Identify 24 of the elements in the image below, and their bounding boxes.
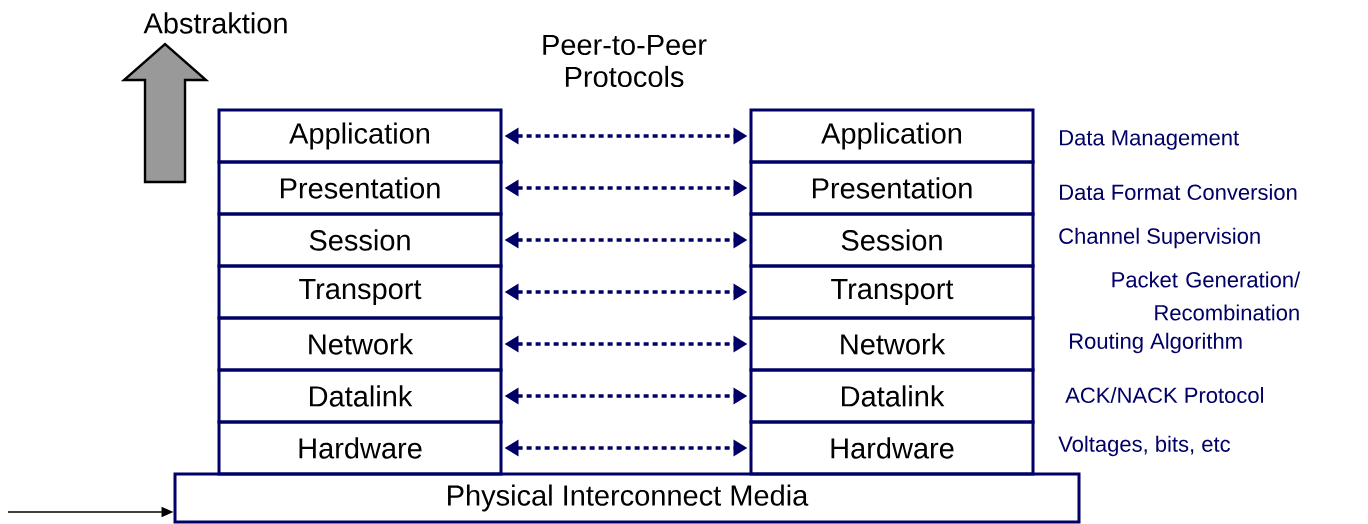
layer-box: Application [749, 108, 1035, 164]
layer-description: Packet Generation/ Recombination [1112, 271, 1301, 321]
layer-description: Channel Supervision [1059, 227, 1260, 249]
axis-label: Abstraktion [143, 12, 287, 34]
layer-description: Data Management [1060, 130, 1239, 150]
layer-box: Session [217, 212, 503, 268]
layer-box: Transport [749, 264, 1035, 320]
layer-box: Application [217, 108, 503, 164]
layer-box: Datalink [749, 368, 1035, 424]
layer-box: Hardware [749, 420, 1035, 476]
protocol-label: Peer-to-Peer Protocols [543, 34, 707, 88]
layer-box: Session [749, 212, 1035, 268]
layer-box: Datalink [217, 368, 503, 424]
layer-box: Network [749, 316, 1035, 372]
layer-description: ACK/NACK Protocol [1065, 386, 1263, 404]
layer-box: Network [217, 316, 503, 372]
layer-box: Transport [217, 264, 503, 320]
layer-box: Presentation [749, 160, 1035, 216]
layer-box: Presentation [217, 160, 503, 216]
layer-description: Data Format Conversion [1060, 183, 1297, 201]
layer-box: Hardware [217, 420, 503, 476]
layer-description: Routing Algorithm [1070, 332, 1242, 354]
media-box: Physical Interconnect Media [173, 472, 1081, 524]
layer-description: Voltages, bits, etc [1058, 435, 1231, 457]
